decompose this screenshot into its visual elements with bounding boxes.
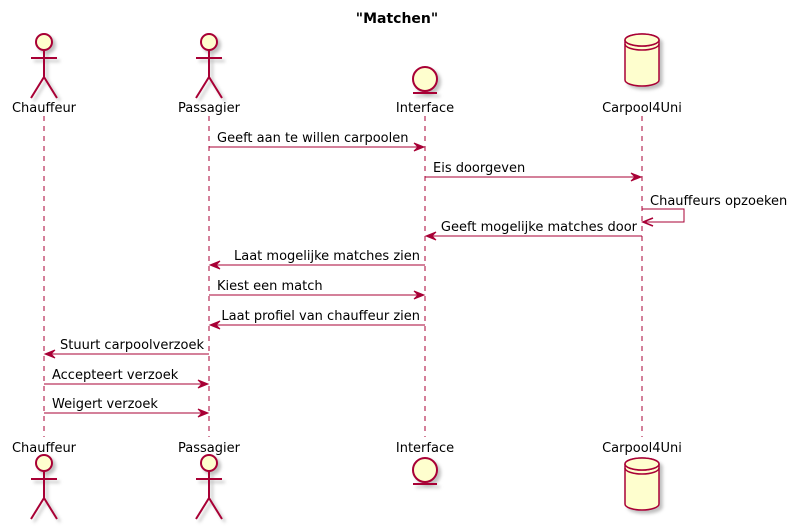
participant-label-passagier-top: Passagier <box>178 101 241 116</box>
arrowhead-icon <box>413 142 426 152</box>
message-label: Geeft mogelijke matches door <box>441 220 638 235</box>
message-arrow <box>642 208 685 223</box>
message-1: Geeft aan te willen carpoolen <box>209 131 426 152</box>
message-9: Accepteert verzoek <box>44 368 210 389</box>
arrowhead-icon <box>197 408 210 418</box>
message-8: Stuurt carpoolverzoek <box>43 338 209 359</box>
arrowhead-icon <box>640 217 654 227</box>
diagram-title: "Matchen" <box>356 11 438 27</box>
message-5: Laat mogelijke matches zien <box>208 249 425 270</box>
message-7: Laat profiel van chauffeur zien <box>208 309 425 330</box>
arrowhead-icon <box>208 320 221 330</box>
message-label: Chauffeurs opzoeken <box>650 194 787 209</box>
arrowhead-icon <box>413 290 426 300</box>
arrowhead-icon <box>208 260 221 270</box>
message-4: Geeft mogelijke matches door <box>424 220 642 241</box>
participant-label-carpool4uni-top: Carpool4Uni <box>602 101 682 116</box>
message-label: Eis doorgeven <box>433 161 525 176</box>
message-label: Laat profiel van chauffeur zien <box>221 309 420 324</box>
lifelines <box>43 116 643 437</box>
participant-label-interface-bottom: Interface <box>396 441 454 456</box>
message-label: Geeft aan te willen carpoolen <box>217 131 408 146</box>
actor-icon <box>30 33 58 99</box>
arrowhead-icon <box>43 349 56 359</box>
message-2: Eis doorgeven <box>425 161 643 182</box>
participant-label-chauffeur-bottom: Chauffeur <box>12 441 77 456</box>
entity-icon <box>412 66 438 94</box>
arrowhead-icon <box>197 379 210 389</box>
database-icon <box>624 33 660 87</box>
participant-label-chauffeur-top: Chauffeur <box>12 101 77 116</box>
message-10: Weigert verzoek <box>44 397 210 418</box>
message-label: Kiest een match <box>217 279 323 294</box>
message-label: Weigert verzoek <box>52 397 158 412</box>
message-6: Kiest een match <box>209 279 426 300</box>
participant-heads: ChauffeurChauffeurPassagierPassagierInte… <box>12 33 682 520</box>
participant-label-passagier-bottom: Passagier <box>178 441 241 456</box>
database-icon <box>624 457 660 511</box>
actor-icon <box>195 454 223 520</box>
message-label: Accepteert verzoek <box>52 368 179 383</box>
entity-icon <box>412 457 438 485</box>
actor-icon <box>30 454 58 520</box>
arrowhead-icon <box>630 172 643 182</box>
arrowhead-icon <box>424 231 437 241</box>
message-label: Stuurt carpoolverzoek <box>60 338 204 353</box>
message-3: Chauffeurs opzoeken <box>640 194 787 227</box>
participant-label-interface-top: Interface <box>396 101 454 116</box>
participant-label-carpool4uni-bottom: Carpool4Uni <box>602 441 682 456</box>
actor-icon <box>195 33 223 99</box>
message-label: Laat mogelijke matches zien <box>234 249 420 264</box>
